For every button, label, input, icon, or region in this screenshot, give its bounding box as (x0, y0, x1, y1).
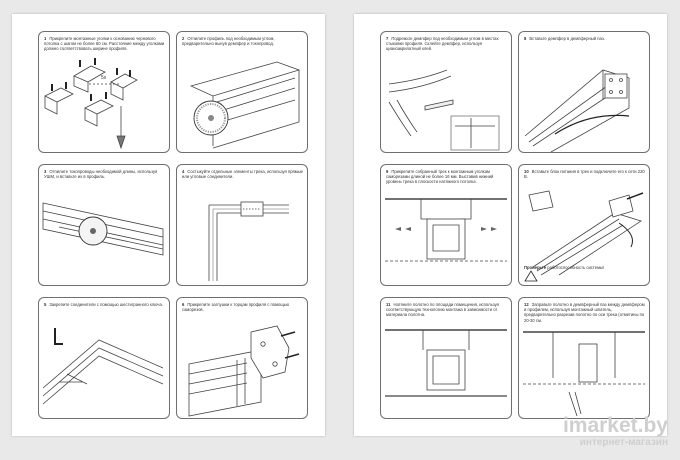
mounting-brackets-illustration: 5x (44, 58, 138, 150)
spacing-label: 5x (101, 75, 107, 81)
damper-glueing-illustration (388, 69, 500, 151)
power-supply-illustration (524, 190, 644, 282)
profile-cutting-illustration (189, 61, 301, 149)
hex-key-illustration (42, 328, 164, 405)
damper-insert-illustration (524, 69, 630, 152)
track-mounting-illustration (385, 198, 507, 262)
watermark: imarket.by интернет-магазин (548, 414, 668, 449)
watermark-subtitle: интернет-магазин (579, 437, 668, 448)
end-caps-illustration (188, 325, 300, 417)
ceiling-stretching-illustration (385, 329, 507, 397)
canvas-tucking-illustration (523, 331, 645, 417)
check-warning: Проверьте работоспособность системы! (524, 265, 605, 270)
track-connectors-illustration (208, 201, 289, 281)
conductor-cutting-illustration (42, 202, 164, 256)
watermark-logo-text: imarket.by (562, 414, 668, 437)
